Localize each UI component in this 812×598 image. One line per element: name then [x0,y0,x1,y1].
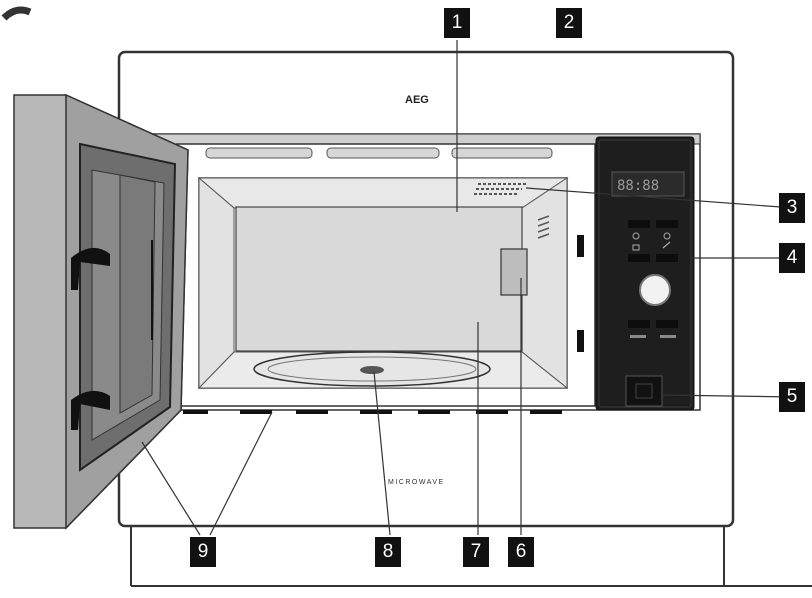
corner-logo-fragment [1,6,32,21]
callout-1: 1 [444,8,470,38]
waveguide-cover [500,248,528,296]
callout-5: 5 [779,382,805,412]
latch-slot-top [577,235,584,257]
back-wall-panel [235,206,523,352]
leader-lines [141,40,795,536]
callout-3: 3 [779,193,805,223]
callout-6: 6 [508,537,534,567]
turntable-ring [267,356,477,382]
grill-vents [474,183,526,195]
door-release-button[interactable] [625,375,663,407]
callout-4: 4 [779,243,805,273]
turntable-hub [360,366,384,374]
upper-slot-1 [205,147,313,159]
callout-8: 8 [375,537,401,567]
cavity-left-wall [198,176,235,390]
control-button[interactable] [656,320,678,328]
upper-slot-2 [326,147,440,159]
upper-slot-3 [451,147,553,159]
brand-logo: AEG [405,94,429,106]
control-button[interactable] [628,320,650,328]
control-panel: 88:88 [595,136,695,411]
control-button[interactable] [628,220,650,228]
cavity-right-wall [521,177,568,390]
callout-2: 2 [556,8,582,38]
model-label: MICROWAVE [388,479,445,486]
control-display: 88:88 [617,178,659,194]
control-button[interactable] [656,254,678,262]
callout-7: 7 [463,537,489,567]
callout-9: 9 [190,537,216,567]
side-vents [537,215,550,239]
control-button[interactable] [628,254,650,262]
control-button[interactable] [656,220,678,228]
open-door [13,93,189,530]
latch-slot-bottom [577,330,584,352]
control-knob[interactable] [639,274,671,306]
